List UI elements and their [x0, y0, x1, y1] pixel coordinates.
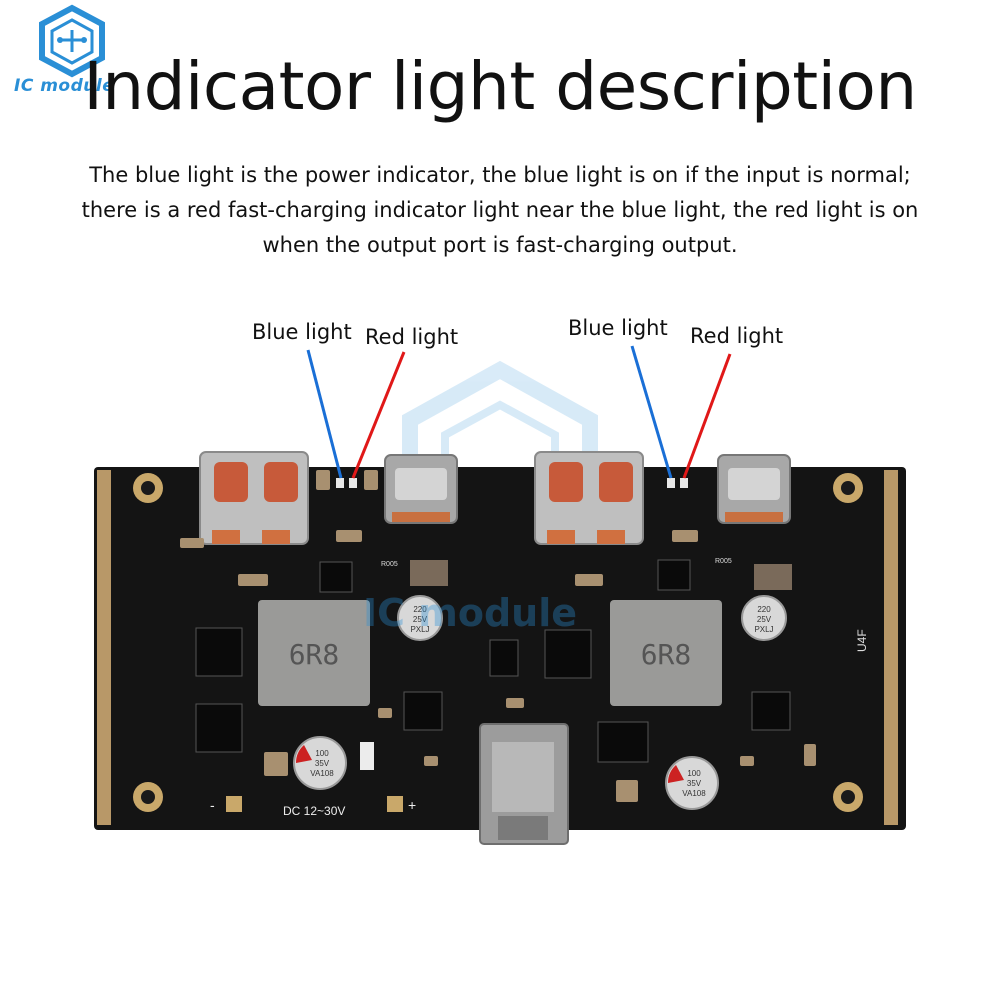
inductor-right: 6R8: [610, 600, 722, 706]
capacitor-label: 220: [757, 605, 771, 614]
mounting-hole: [833, 473, 863, 503]
resistor-label: R005: [381, 561, 398, 568]
capacitor-label: 25V: [757, 615, 772, 624]
red-led-right: [680, 478, 688, 488]
capacitor-label: PXLJ: [754, 625, 773, 634]
sense-resistor: [410, 560, 448, 586]
mosfet-chip: [195, 627, 243, 677]
description-line: The blue light is the power indicator, t…: [89, 163, 911, 187]
inductor-left: 6R8: [258, 600, 370, 706]
capacitor-label: VA108: [310, 769, 334, 778]
usb-c-port-right: [717, 454, 791, 524]
capacitor-label: 220: [413, 605, 427, 614]
inductor-label: 6R8: [289, 638, 340, 671]
controller-ic: [751, 691, 791, 731]
mosfet-chip: [195, 703, 243, 753]
solder-pad-plus: [387, 796, 403, 812]
diode-chip: [489, 639, 519, 677]
capacitor-label: VA108: [682, 789, 706, 798]
mosfet-chip: [544, 629, 592, 679]
watermark-text: IC module: [363, 591, 577, 635]
capacitor-label: 100: [315, 749, 329, 758]
capacitor-bottom-left: 100 35V VA108: [293, 736, 347, 790]
solder-pad-minus: [226, 796, 242, 812]
mounting-hole: [833, 782, 863, 812]
mounting-hole: [133, 782, 163, 812]
callout-line-left-blue: [306, 349, 343, 479]
capacitor-top-left: 220 25V PXLJ: [397, 595, 443, 641]
callout-right-red-light: Red light: [690, 324, 784, 348]
controller-ic: [403, 691, 443, 731]
callout-left-blue-light: Blue light: [252, 320, 352, 344]
resistor-label: R005: [715, 558, 732, 565]
sense-resistor: [754, 564, 792, 590]
description: The blue light is the power indicator, t…: [30, 158, 970, 263]
smd-components: [180, 470, 816, 802]
input-voltage-label: DC 12~30V: [283, 804, 345, 818]
red-led-left: [349, 478, 357, 488]
usb-a-port-left: [199, 451, 309, 545]
blue-led-left: [336, 478, 344, 488]
controller-ic: [319, 561, 353, 593]
callout-line-right-red: [682, 353, 732, 479]
callout-line-right-blue: [630, 345, 673, 479]
board-id-label: U4F: [855, 629, 869, 652]
usb-c-port-left: [384, 454, 458, 524]
page-title: Indicator light description: [83, 48, 917, 125]
blue-led-right: [667, 478, 675, 488]
plus-label: +: [408, 797, 416, 813]
minus-label: -: [210, 797, 215, 813]
edge-strip-right: [884, 470, 898, 825]
capacitor-top-right: 220 25V PXLJ: [741, 595, 787, 641]
mosfet-chip: [597, 721, 649, 763]
description-line: there is a red fast-charging indicator l…: [81, 198, 919, 222]
usb-a-port-right: [534, 451, 644, 545]
inductor-label: 6R8: [641, 638, 692, 671]
white-led: [360, 742, 374, 770]
capacitor-label: PXLJ: [410, 625, 429, 634]
callout-left-red-light: Red light: [365, 325, 459, 349]
capacitor-label: 100: [687, 769, 701, 778]
usb-c-input-port: [479, 723, 569, 845]
description-line: when the output port is fast-charging ou…: [262, 233, 738, 257]
hexagon-circuit-icon: [39, 4, 105, 78]
callout-line-left-red: [351, 351, 406, 479]
mounting-hole: [133, 473, 163, 503]
capacitor-bottom-right: 100 35V VA108: [665, 756, 719, 810]
edge-strip-left: [97, 470, 111, 825]
logo-text: IC module: [14, 76, 115, 96]
capacitor-label: 35V: [315, 759, 330, 768]
callout-right-blue-light: Blue light: [568, 316, 668, 340]
capacitor-label: 25V: [413, 615, 428, 624]
controller-ic: [657, 559, 691, 591]
capacitor-label: 35V: [687, 779, 702, 788]
